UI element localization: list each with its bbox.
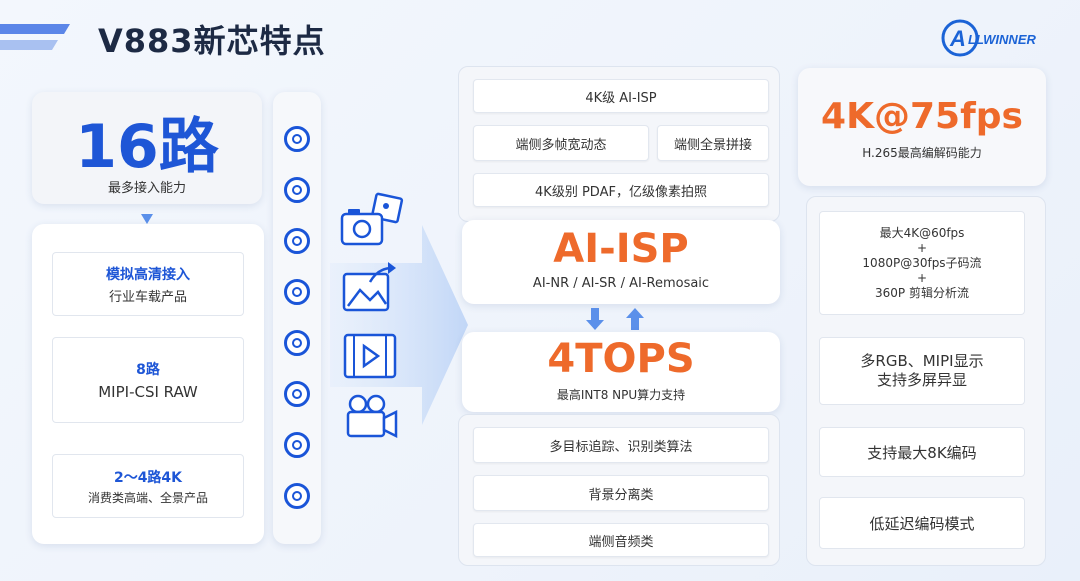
page-title: V883新芯特点 (98, 22, 326, 60)
connector-circle-icon (284, 279, 310, 305)
video-play-icon (342, 332, 398, 382)
right-stream-box: 最大4K@60fps + 1080P@30fps子码流 + 360P 剪辑分析流 (819, 211, 1025, 315)
left-box-analog: 模拟高清接入 行业车载产品 (52, 252, 244, 316)
connector-column (273, 92, 321, 544)
tops-subtitle: 最高INT8 NPU算力支持 (556, 388, 686, 402)
down-arrow-icon (586, 308, 604, 332)
right-display-box: 多RGB、MIPI显示 支持多屏异显 (819, 337, 1025, 405)
connector-circle-icon (284, 228, 310, 254)
svg-text:LLWINNER: LLWINNER (968, 32, 1036, 47)
camera-photo-icon (338, 192, 408, 252)
svg-text:A: A (949, 26, 966, 51)
left-panel: 模拟高清接入 行业车载产品 8路 MIPI-CSI RAW 2～4路4K 消费类… (32, 224, 264, 544)
connector-circle-icon (284, 483, 310, 509)
right-lowlatency-box: 低延迟编码模式 (819, 497, 1025, 549)
connector-circle-icon (284, 432, 310, 458)
feature-4k-ai-isp: 4K级 AI-ISP (473, 79, 769, 113)
right-top-card: 4K@75fps H.265最高编解码能力 (798, 68, 1046, 186)
aiisp-title: AI-ISP (553, 226, 689, 272)
algo-background: 背景分离类 (473, 475, 769, 511)
feature-panorama: 端侧全景拼接 (657, 125, 769, 161)
video-camera-icon (344, 392, 400, 440)
left-box-4k: 2～4路4K 消费类高端、全景产品 (52, 454, 244, 518)
tops-title: 4TOPS (547, 336, 695, 382)
header-decoration (0, 20, 80, 54)
connector-circle-icon (284, 381, 310, 407)
feature-pdaf: 4K级别 PDAF，亿级像素拍照 (473, 173, 769, 207)
aiisp-card: AI-ISP AI-NR / AI-SR / AI-Remosaic (462, 220, 780, 304)
image-share-icon (340, 260, 400, 316)
left-top-card: 16路 最多接入能力 (32, 92, 262, 204)
aiisp-subtitle: AI-NR / AI-SR / AI-Remosaic (532, 276, 710, 291)
left-box-mipi: 8路 MIPI-CSI RAW (52, 337, 244, 423)
feature-hdr: 端侧多帧宽动态 (473, 125, 649, 161)
algo-tracking: 多目标追踪、识别类算法 (473, 427, 769, 463)
left-big-title: 16路 (75, 112, 219, 182)
connector-circle-icon (284, 330, 310, 356)
left-big-subtitle: 最多接入能力 (107, 181, 186, 196)
middle-top-panel: 4K级 AI-ISP 端侧多帧宽动态 端侧全景拼接 4K级别 PDAF，亿级像素… (458, 66, 780, 222)
right-panel: 最大4K@60fps + 1080P@30fps子码流 + 360P 剪辑分析流… (806, 196, 1046, 566)
up-arrow-icon (626, 306, 644, 330)
right-top-title: 4K@75fps (821, 96, 1023, 137)
right-8k-box: 支持最大8K编码 (819, 427, 1025, 477)
connector-circle-icon (284, 177, 310, 203)
connector-circle-icon (284, 126, 310, 152)
allwinner-logo: A LLWINNER (940, 18, 1050, 58)
right-top-subtitle: H.265最高编解码能力 (862, 146, 982, 160)
middle-bottom-panel: 多目标追踪、识别类算法 背景分离类 端侧音频类 (458, 414, 780, 566)
left-down-arrow (139, 212, 155, 228)
algo-audio: 端侧音频类 (473, 523, 769, 557)
tops-card: 4TOPS 最高INT8 NPU算力支持 (462, 332, 780, 412)
